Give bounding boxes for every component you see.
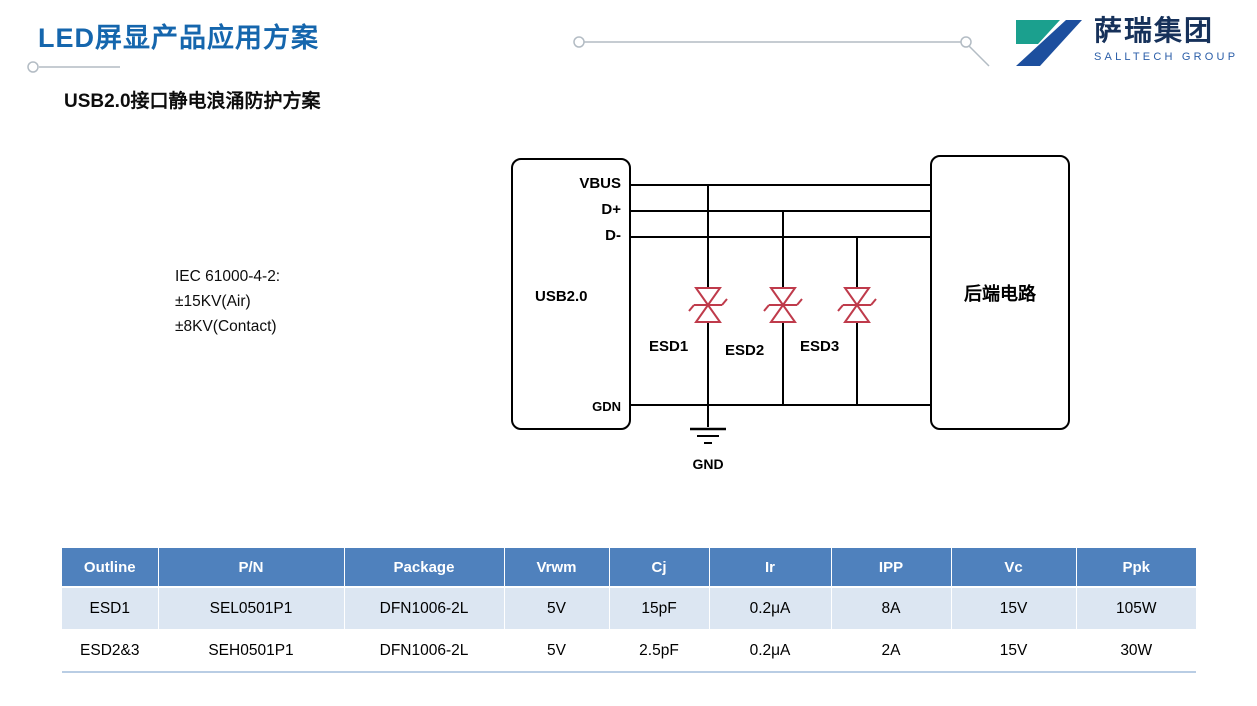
usb-box-label: USB2.0 bbox=[535, 288, 588, 305]
company-name-cn: 萨瑞集团 bbox=[1094, 15, 1215, 46]
ground-icon bbox=[690, 427, 726, 444]
iec-note-line: ±8KV(Contact) bbox=[175, 318, 277, 335]
column-header-vc: Vc bbox=[951, 548, 1077, 588]
company-logo: 萨瑞集团 SALLTECH GROUP bbox=[1012, 8, 1252, 82]
pin-label-gnd: GDN bbox=[592, 399, 621, 414]
table-row: ESD1 SEL0501P1 DFN1006-2L 5V 15pF 0.2μA … bbox=[62, 587, 1196, 630]
esd2-label: ESD2 bbox=[725, 342, 765, 359]
column-header-package: Package bbox=[344, 548, 505, 588]
gnd-label: GND bbox=[692, 456, 724, 472]
table-cell: 105W bbox=[1076, 587, 1196, 630]
table-cell: SEH0501P1 bbox=[158, 629, 345, 673]
iec-standard-note: IEC 61000-4-2: ±15KV(Air) ±8KV(Contact) bbox=[175, 264, 280, 339]
table-cell: 8A bbox=[831, 587, 952, 630]
pin-label-dminus: D- bbox=[605, 227, 621, 244]
page-title: LED屏显产品应用方案 bbox=[38, 23, 319, 53]
table-cell: 2.5pF bbox=[609, 629, 710, 673]
esd1-label: ESD1 bbox=[649, 338, 689, 355]
table-cell: ESD2&3 bbox=[62, 629, 159, 673]
table-cell: 5V bbox=[504, 629, 610, 673]
backend-circuit-box: 后端电路 bbox=[930, 155, 1070, 430]
company-name-en: SALLTECH GROUP bbox=[1094, 51, 1239, 63]
circuit-wires bbox=[631, 184, 930, 427]
table-cell: 2A bbox=[831, 629, 952, 673]
column-header-pn: P/N bbox=[158, 548, 345, 588]
table-cell: 0.2μA bbox=[709, 629, 832, 673]
tvs-diode-icon bbox=[763, 287, 803, 323]
column-header-vrwm: Vrwm bbox=[504, 548, 610, 588]
iec-note-line: IEC 61000-4-2: bbox=[175, 268, 281, 285]
salltech-logo-icon bbox=[1016, 20, 1082, 66]
pin-label-vbus: VBUS bbox=[579, 175, 621, 192]
table-cell: DFN1006-2L bbox=[344, 587, 505, 630]
spec-table: Outline P/N Package Vrwm Cj Ir IPP Vc Pp… bbox=[62, 548, 1196, 673]
iec-note-line: ±15KV(Air) bbox=[175, 293, 251, 310]
table-cell: 5V bbox=[504, 587, 610, 630]
column-header-outline: Outline bbox=[62, 548, 159, 588]
column-header-ppk: Ppk bbox=[1076, 548, 1196, 588]
table-cell: SEL0501P1 bbox=[158, 587, 345, 630]
table-cell: ESD1 bbox=[62, 587, 159, 630]
tvs-diode-icon bbox=[837, 287, 877, 323]
logo-text: 萨瑞集团 SALLTECH GROUP bbox=[1094, 8, 1238, 63]
backend-box-label: 后端电路 bbox=[964, 283, 1036, 304]
table-cell: 15V bbox=[951, 629, 1077, 673]
esd3-label: ESD3 bbox=[800, 338, 840, 355]
column-header-ipp: IPP bbox=[831, 548, 952, 588]
tvs-diode-icon bbox=[688, 287, 728, 323]
column-header-ir: Ir bbox=[709, 548, 832, 588]
table-cell: 15V bbox=[951, 587, 1077, 630]
table-cell: 30W bbox=[1076, 629, 1196, 673]
table-header-row: Outline P/N Package Vrwm Cj Ir IPP Vc Pp… bbox=[62, 548, 1196, 588]
section-subtitle: USB2.0接口静电浪涌防护方案 bbox=[64, 91, 321, 112]
table-row: ESD2&3 SEH0501P1 DFN1006-2L 5V 2.5pF 0.2… bbox=[62, 629, 1196, 673]
column-header-cj: Cj bbox=[609, 548, 710, 588]
table-cell: 15pF bbox=[609, 587, 710, 630]
pin-label-dplus: D+ bbox=[601, 201, 621, 218]
table-cell: DFN1006-2L bbox=[344, 629, 505, 673]
usb-box: VBUS D+ D- USB2.0 GDN bbox=[511, 158, 631, 430]
table-cell: 0.2μA bbox=[709, 587, 832, 630]
